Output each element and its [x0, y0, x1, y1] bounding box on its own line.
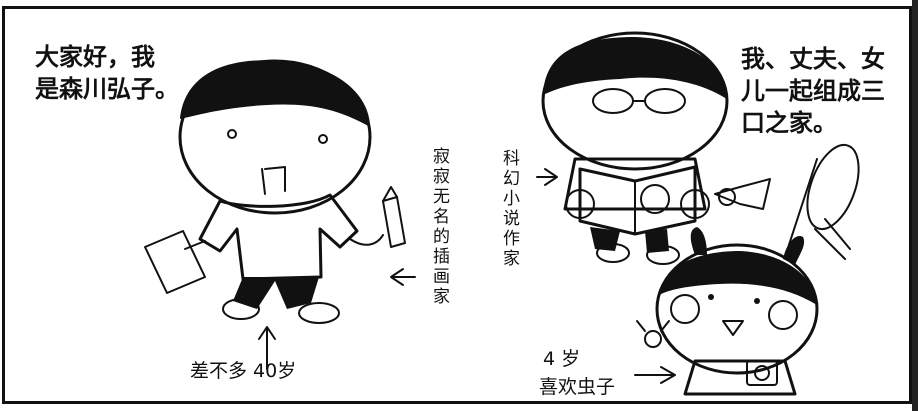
speech-left: 大家好，我 是森川弘子。 [35, 41, 179, 105]
speech-right-line1: 我、丈夫、女 [741, 45, 885, 73]
speech-left-line2: 是森川弘子。 [35, 75, 179, 103]
husband-figure [541, 31, 771, 265]
caption-daughter-hobby: 喜欢虫子 [539, 376, 616, 398]
caption-age-mom: 差不多 40岁 [190, 360, 297, 382]
caption-daughter-age: 4 岁 [543, 348, 581, 370]
comic-illustration [144, 31, 860, 396]
caption-husband-job: 科幻小说作家 [499, 149, 519, 269]
speech-right-line2: 儿一起组成三 [741, 77, 885, 105]
speech-right: 我、丈夫、女 儿一起组成三 口之家。 [741, 43, 885, 139]
arrow-right-husband [536, 168, 558, 186]
speech-right-line3: 口之家。 [741, 109, 837, 137]
arrow-up [258, 326, 276, 370]
butterfly-net [784, 143, 860, 260]
comic-panel: 大家好，我 是森川弘子。 我、丈夫、女 儿一起组成三 口之家。 寂寂无名的插画家… [2, 6, 912, 404]
daughter-figure [636, 227, 819, 396]
speech-left-line1: 大家好，我 [35, 43, 155, 71]
arrow-right-daughter [634, 366, 676, 384]
caption-illustrator: 寂寂无名的插画家 [429, 147, 449, 307]
right-edge-bar [912, 0, 918, 411]
mother-figure [144, 59, 406, 324]
arrow-left [390, 268, 416, 286]
